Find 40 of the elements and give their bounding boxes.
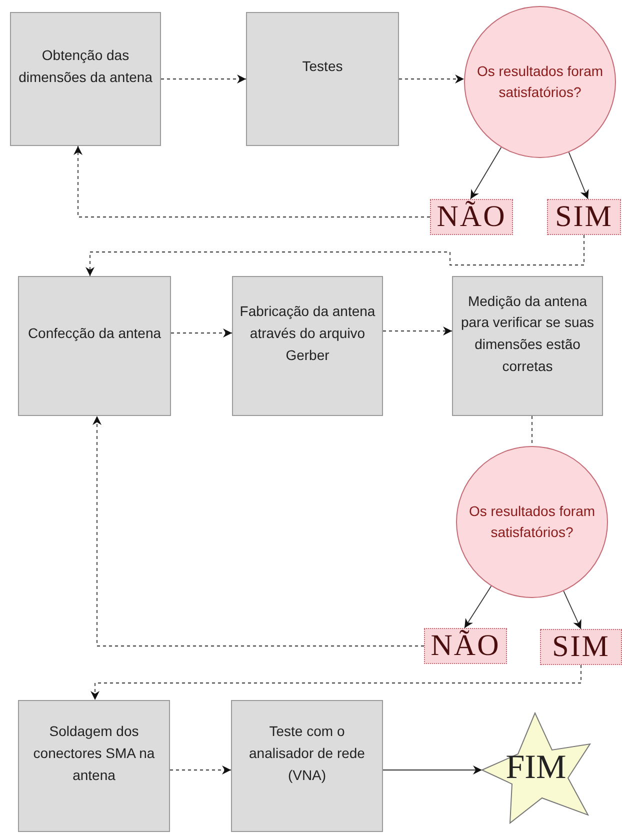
arrow — [382, 766, 482, 774]
box-text: Soldagem dos conectores SMA na antena — [32, 722, 156, 785]
answer-text: NÃO — [436, 202, 506, 232]
answer-tag — [424, 628, 507, 664]
arrow — [90, 664, 582, 700]
question-text: Os resultados foram satisfatórios? — [476, 62, 604, 102]
box-text: Teste com o analisador de rede (VNA) — [248, 722, 366, 785]
arrow — [74, 146, 430, 218]
end-text: FIM — [506, 750, 566, 784]
box-text: Testes — [302, 57, 343, 76]
answer-text: SIM — [552, 632, 610, 662]
process-box — [232, 276, 383, 416]
answer-text: SIM — [555, 202, 613, 232]
arrow — [160, 74, 246, 84]
process-box — [10, 12, 161, 146]
answer-tag — [540, 629, 622, 665]
arrow — [170, 766, 232, 774]
arrow — [92, 416, 424, 646]
arrow — [568, 152, 589, 200]
process-box — [452, 276, 603, 416]
box-text: Confecção da antena — [28, 324, 162, 344]
arrow — [382, 326, 452, 336]
arrow — [170, 328, 232, 338]
process-box — [18, 700, 170, 832]
answer-text: NÃO — [430, 631, 500, 661]
question-text: Os resultados foram satisfatórios? — [468, 502, 596, 542]
box-text: Obtenção das dimensões da antena — [18, 46, 154, 87]
process-box — [246, 12, 399, 146]
process-box — [231, 700, 383, 832]
box-text: Fabricação da antena através do arquivo Gerber — [238, 302, 376, 365]
arrow — [86, 234, 584, 276]
box-text: Medição da antena para verificar se suas dimensões estão corretas — [460, 292, 596, 376]
answer-tag — [430, 199, 513, 235]
process-box — [18, 276, 171, 416]
arrow — [398, 74, 464, 84]
arrow — [470, 146, 502, 200]
end-star — [480, 710, 592, 825]
answer-tag — [547, 199, 621, 235]
arrow — [464, 586, 492, 628]
arrow — [563, 590, 582, 630]
